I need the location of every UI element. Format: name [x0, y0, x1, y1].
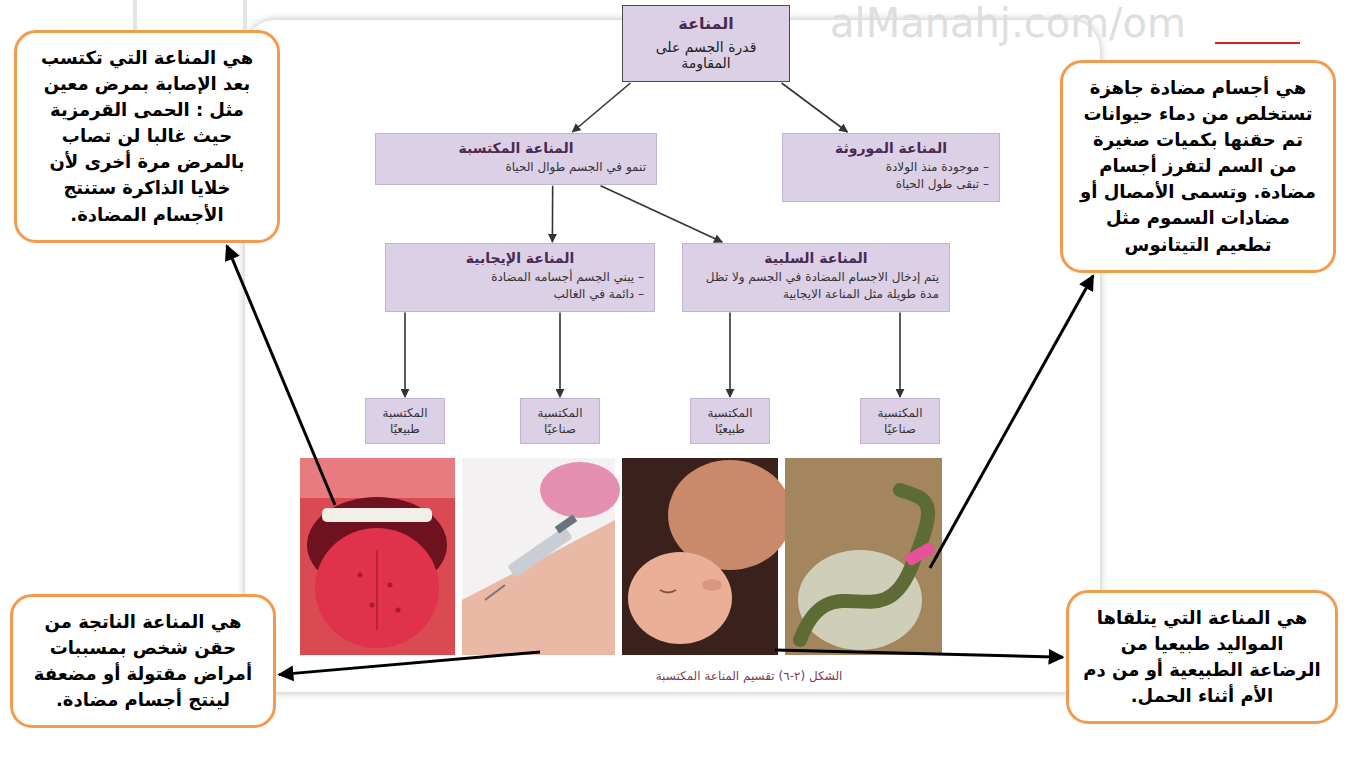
box-heading: المناعة الإيجابية — [396, 250, 644, 266]
box-heading: المناعة — [629, 14, 783, 33]
callout-text: هي المناعة الناتجة من حقن شخص بمسببات أم… — [27, 609, 259, 713]
type-box: المكتسبة طبيعيًا — [365, 398, 445, 444]
box-body-text: – دائمة في الغالب — [396, 286, 644, 303]
box-body-text: يتم إدخال الاجسام المضادة في الجسم ولا ت… — [693, 269, 939, 303]
leader-arrow — [227, 246, 335, 505]
connector-arrow — [782, 83, 848, 132]
leader-arrow — [775, 650, 1063, 657]
red-underline — [1215, 42, 1300, 44]
subcategory-box: المناعة الإيجابية – يبني الجسم أجسامه الم… — [385, 243, 655, 312]
box-body-text: – تبقى طول الحياة — [793, 176, 989, 193]
type-box: المكتسبة طبيعيًا — [690, 398, 770, 444]
box-heading: المناعة المكتسبة — [386, 140, 646, 156]
type-label: المكتسبة طبيعيًا — [695, 405, 765, 437]
type-label: المكتسبة طبيعيًا — [370, 405, 440, 437]
baby-photo — [622, 458, 792, 655]
box-heading: المناعة السلبية — [693, 250, 939, 266]
type-box: المكتسبة صناعيًا — [520, 398, 600, 444]
connector-arrow — [601, 186, 723, 242]
connector-arrow — [559, 313, 561, 397]
connector-arrow — [552, 186, 554, 242]
connector-arrow — [729, 313, 731, 397]
callout-box: هي المناعة التي تكتسب بعد الإصابة بمرض م… — [14, 30, 280, 243]
connector-arrow — [572, 83, 630, 132]
root-box: المناعة قدرة الجسم على المقاومة — [622, 5, 790, 82]
type-label: المكتسبة صناعيًا — [865, 405, 935, 437]
callout-box: هي أجسام مضادة جاهزة تستخلص من دماء حيوا… — [1060, 60, 1336, 273]
category-box: المناعة المكتسبة تنمو في الجسم طوال الحيا… — [375, 133, 657, 185]
callout-text: هي المناعة التي تكتسب بعد الإصابة بمرض م… — [31, 45, 263, 228]
category-box: المناعة الموروثة – موجودة منذ الولادة– تب… — [782, 133, 1000, 202]
leader-arrow — [930, 276, 1093, 568]
connector-arrow — [899, 313, 901, 397]
box-body-text: – موجودة منذ الولادة — [793, 159, 989, 176]
subcategory-box: المناعة السلبية يتم إدخال الاجسام المضادة… — [682, 243, 950, 312]
injection-photo — [462, 458, 620, 655]
figure-caption: الشكل (٢-٦) تقسيم المناعة المكتسبة — [600, 668, 898, 684]
callout-text: هي المناعة التي يتلقاها المواليد طبيعيا … — [1083, 605, 1321, 709]
callout-text: هي أجسام مضادة جاهزة تستخلص من دماء حيوا… — [1077, 75, 1319, 258]
watermark: alManahj.com/om — [830, 0, 1186, 46]
connector-arrow — [404, 313, 406, 397]
box-body-text: – يبني الجسم أجسامه المضادة — [396, 269, 644, 286]
tongue-photo — [300, 458, 455, 655]
callout-box: هي المناعة التي يتلقاها المواليد طبيعيا … — [1066, 590, 1338, 724]
box-body-text: قدرة الجسم على المقاومة — [629, 39, 783, 71]
box-body-text: تنمو في الجسم طوال الحياة — [386, 159, 646, 176]
box-heading: المناعة الموروثة — [793, 140, 989, 156]
leader-arrow — [279, 652, 540, 675]
callout-box: هي المناعة الناتجة من حقن شخص بمسببات أم… — [10, 594, 276, 728]
type-label: المكتسبة صناعيًا — [525, 405, 595, 437]
type-box: المكتسبة صناعيًا — [860, 398, 940, 444]
snake-photo — [785, 458, 942, 655]
